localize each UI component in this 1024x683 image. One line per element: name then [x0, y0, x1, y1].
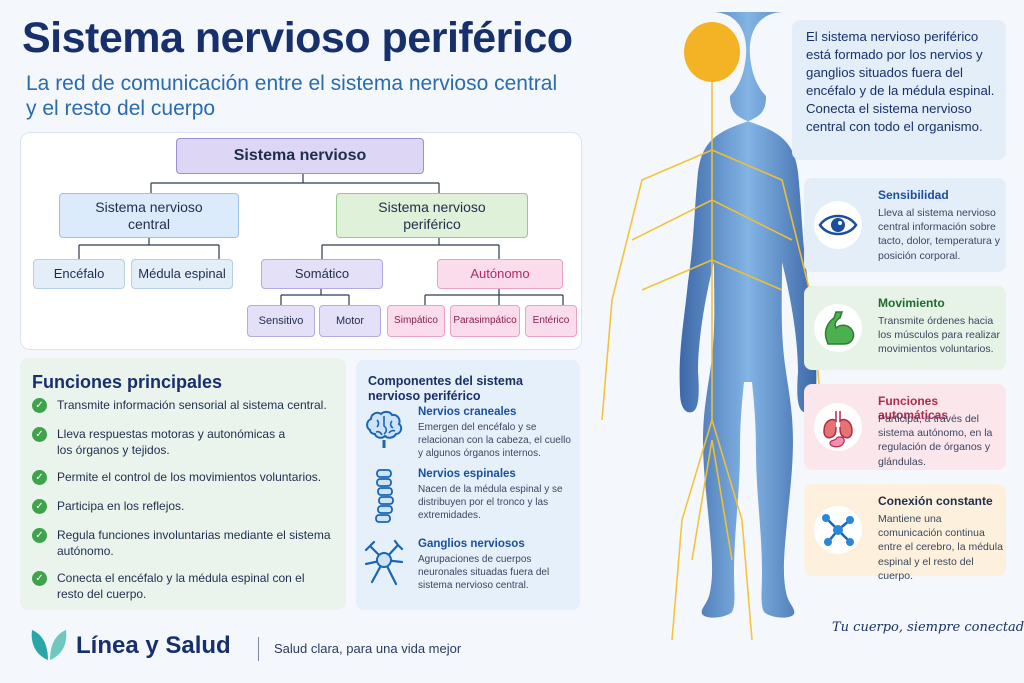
organs-icon	[814, 403, 862, 451]
card-desc: Transmite órdenes hacia los músculos par…	[878, 315, 1000, 356]
component-desc: Agrupaciones de cuerpos neuronales situa…	[418, 554, 550, 591]
component-title: Nervios espinales	[418, 468, 516, 480]
node-autonomo: Autónomo	[437, 259, 563, 289]
functions-title: Funciones principales	[32, 372, 223, 392]
network-icon	[814, 506, 862, 554]
card-desc: Participa, a través del sistema autónomo…	[878, 413, 993, 468]
brand-name: Línea y Salud	[76, 632, 231, 659]
node-motor: Motor	[319, 305, 381, 337]
check-icon: ✓	[32, 499, 47, 514]
page-title: Sistema nervioso periférico	[22, 14, 573, 62]
component-title: Nervios craneales	[418, 406, 517, 418]
tree-connectors	[78, 173, 564, 305]
page-subtitle-line2: y el resto del cuerpo	[26, 97, 216, 120]
check-icon: ✓	[32, 571, 47, 586]
components-title: Componentes del sistema nervioso perifér…	[368, 374, 523, 403]
node-parasimpatico: Parasimpático	[450, 305, 520, 337]
intro-text: El sistema nervioso periférico está form…	[806, 29, 995, 135]
muscle-icon	[814, 304, 862, 352]
component-title: Ganglios nerviosos	[418, 538, 525, 550]
card-title: Movimiento	[878, 296, 945, 310]
body-nervous-system-illustration	[601, 12, 822, 641]
check-icon: ✓	[32, 398, 47, 413]
brain-icon	[366, 410, 403, 448]
brand-slogan: Salud clara, para una vida mejor	[274, 641, 462, 656]
function-item: ✓Conecta el encéfalo y la médula espinal…	[32, 571, 332, 602]
component-desc: Nacen de la médula espinal y se distribu…	[418, 484, 563, 521]
check-icon: ✓	[32, 470, 47, 485]
node-root: Sistema nervioso	[176, 138, 424, 174]
card-title: Sensibilidad	[878, 188, 949, 202]
function-item: ✓Regula funciones involuntarias mediante…	[32, 528, 332, 559]
brand-logo-icon	[31, 630, 67, 660]
component-desc: Emergen del encéfalo y se relacionan con…	[418, 422, 571, 459]
card-movimiento: Movimiento Transmite órdenes hacia los m…	[804, 286, 1006, 370]
functions-panel: Funciones principales ✓Transmite informa…	[20, 358, 346, 610]
function-item: ✓Transmite información sensorial al sist…	[32, 398, 332, 414]
function-item: ✓Permite el control de los movimientos v…	[32, 470, 332, 486]
card-title: Funciones automáticas	[878, 394, 949, 422]
function-item: ✓Lleva respuestas motoras y autonómicas …	[32, 427, 302, 458]
check-icon: ✓	[32, 427, 47, 442]
tagline: Tu cuerpo, siempre conectado	[832, 620, 1024, 635]
eye-icon	[814, 201, 862, 249]
node-central: Sistema nervioso central	[59, 193, 239, 238]
card-funciones-automaticas: Funciones automáticas Participa, a travé…	[804, 384, 1006, 470]
node-medula: Médula espinal	[131, 259, 233, 289]
card-desc: Mantiene una comunicación continua entre…	[878, 513, 1003, 582]
node-encefalo: Encéfalo	[33, 259, 125, 289]
node-simpatico: Simpático	[387, 305, 445, 337]
check-icon: ✓	[32, 528, 47, 543]
node-somatico: Somático	[261, 259, 383, 289]
classification-tree: Sistema nervioso Sistema nervioso centra…	[20, 132, 582, 350]
function-item: ✓Participa en los reflejos.	[32, 499, 332, 515]
card-sensibilidad: Sensibilidad Lleva al sistema nervioso c…	[804, 178, 1006, 272]
node-peripheral: Sistema nervioso periférico	[336, 193, 528, 238]
card-conexion-constante: Conexión constante Mantiene una comunica…	[804, 484, 1006, 582]
card-desc: Lleva al sistema nervioso central inform…	[878, 207, 1000, 262]
card-title: Conexión constante	[878, 494, 993, 508]
spine-icon	[375, 469, 394, 523]
intro-box: El sistema nervioso periférico está form…	[792, 20, 1006, 160]
node-sensitivo: Sensitivo	[247, 305, 315, 337]
components-panel: Componentes del sistema nervioso perifér…	[356, 360, 580, 610]
neuron-icon	[364, 539, 404, 586]
page-subtitle-line1: La red de comunicación entre el sistema …	[26, 72, 558, 95]
footer-divider	[258, 637, 259, 661]
node-enterico: Entérico	[525, 305, 577, 337]
